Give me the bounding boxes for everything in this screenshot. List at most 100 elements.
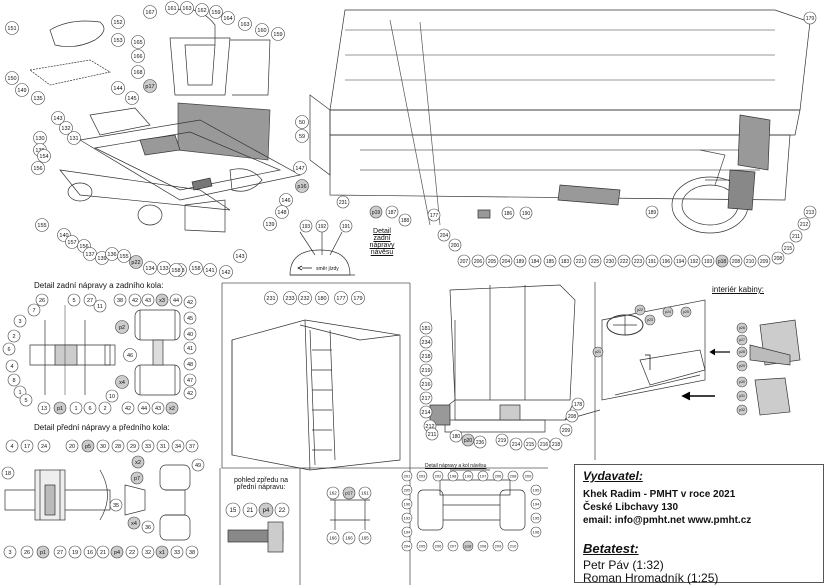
part-number: 196 [404,501,411,506]
part-circle [507,470,519,482]
part-number: 151 [7,26,16,32]
front-axle-detail [4,464,191,541]
part-number: 209 [525,473,532,478]
part-circle [509,437,523,451]
part-number: 211 [428,432,437,438]
part-number: 180 [317,296,326,302]
part-number: 218 [421,354,430,360]
part-circle [315,291,329,305]
part-number: p1 [57,406,63,412]
part-circle [283,291,297,305]
part-number: p20 [464,438,473,444]
part-circle [336,195,350,209]
part-circle [83,401,97,415]
part-circle [141,293,155,307]
part-circle [462,540,474,552]
part-circle [185,439,199,453]
part-number: 8 [12,378,15,384]
part-circle [117,249,131,263]
trailer-wheel-detail [417,469,526,531]
part-circle [13,314,27,328]
part-circle [419,349,433,363]
part-number: p19 [372,210,381,216]
part-circle [659,254,673,268]
part-circle [495,433,509,447]
part-number: 155 [119,254,128,260]
part-number: 221 [576,259,585,265]
part-number: 143 [53,116,62,122]
part-circle [351,291,365,305]
publisher-title: Vydavatel: [583,469,643,483]
part-circle [183,341,197,355]
part-circle [558,254,572,268]
part-number: 197 [480,473,487,478]
part-circle [326,531,340,545]
part-number: 166 [133,54,142,60]
part-circle [457,254,471,268]
part-number: 38 [117,298,123,304]
part-number: 168 [133,70,142,76]
part-number: 27 [87,298,93,304]
part-number: 149 [17,88,26,94]
part-number: 188 [401,218,410,224]
part-number: 5 [24,398,27,404]
part-number: 192 [318,224,327,230]
part-number: 135 [33,96,42,102]
part-circle [111,81,125,95]
rear-axle-heading: Detail zadní nápravy a zadního kola: [34,281,164,290]
part-number: 42 [187,300,193,306]
part-circle [369,205,383,219]
part-circle [447,540,459,552]
part-number: 204 [502,259,511,265]
part-number: 7 [32,308,35,314]
part-circle [592,346,604,358]
part-number: 153 [113,38,122,44]
part-number: 204 [404,543,411,548]
part-circle [419,377,433,391]
part-number: 184 [531,259,540,265]
part-circle [559,423,573,437]
part-number: 43 [145,298,151,304]
part-number: 207 [460,259,469,265]
part-number: 26 [24,550,30,556]
part-number: p27 [739,338,745,342]
part-number: 210 [510,543,517,548]
part-circle [69,401,83,415]
part-number: p30 [739,380,745,384]
part-number: 209 [760,259,769,265]
part-circle [358,486,372,500]
part-number: 207 [450,543,457,548]
part-circle [401,470,413,482]
part-circle [113,293,127,307]
part-circle [37,149,51,163]
part-number: 204 [440,233,449,239]
part-circle [143,261,157,275]
part-circle [736,404,748,416]
part-circle [530,526,542,538]
part-circle [425,427,439,441]
trailer-rear-frame [429,284,601,433]
part-number: 215 [784,246,793,252]
part-number: p5 [85,444,91,450]
part-number: x3 [159,298,165,304]
part-circle [781,241,795,255]
part-circle [53,545,67,559]
part-number: 144 [113,86,122,92]
part-circle [7,373,21,387]
part-circle [416,470,428,482]
part-circle [736,390,748,402]
part-number: 29 [130,444,136,450]
part-number: 161 [167,6,176,12]
part-circle [35,218,49,232]
part-number: 189 [648,210,657,216]
part-number: 205 [404,487,411,492]
part-circle [492,470,504,482]
part-circle [736,346,748,358]
part-circle [15,83,29,97]
part-circle [151,401,165,415]
part-number: 16 [87,550,93,556]
part-number: 209 [495,543,502,548]
part-circle [293,161,307,175]
cabin-interior [601,299,801,416]
part-circle [477,470,489,482]
